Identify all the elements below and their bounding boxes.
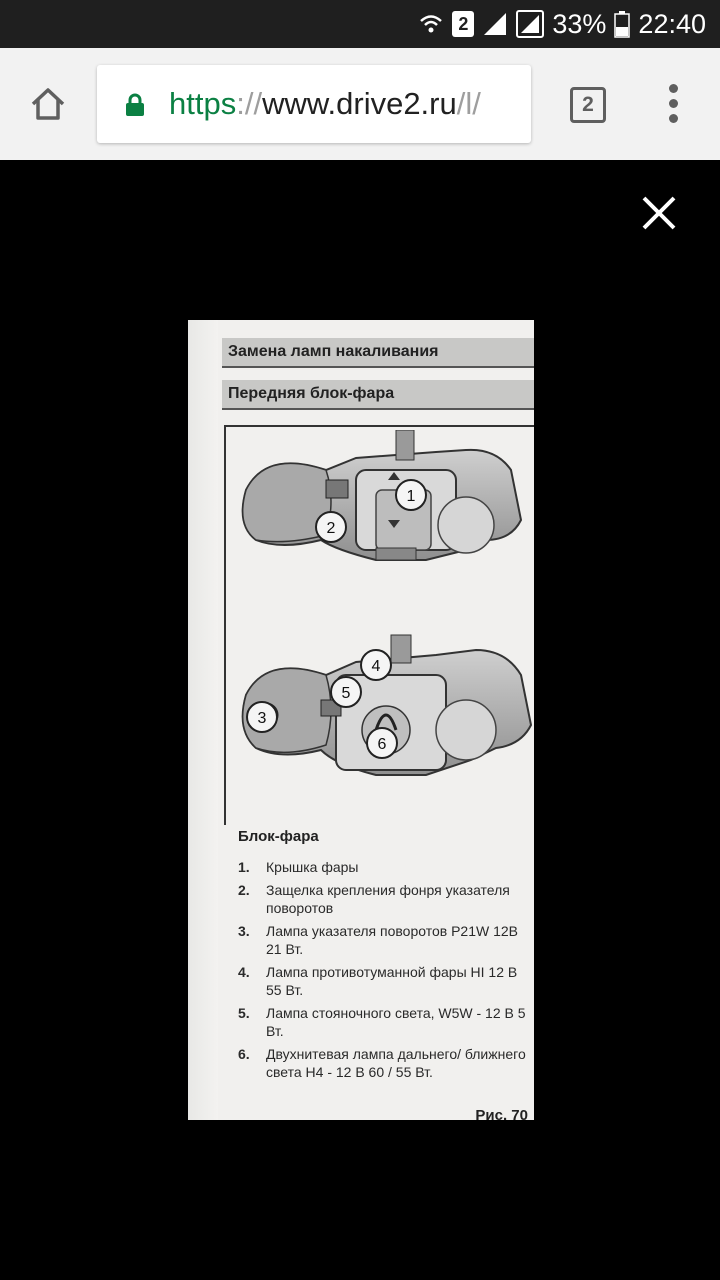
legend-item: 4. Лампа противотуманной фары HI 12 В 55 … [238,963,528,999]
headlight-top-drawing [241,430,523,561]
url-bar[interactable]: https://www.drive2.ru/l/ [97,65,531,143]
signal-icon [482,11,508,37]
url-path: /l/ [456,86,481,121]
battery-icon [614,10,631,38]
callout-4: 4 [360,649,392,681]
legend-text: Двухнитевая лампа дальнего/ ближнего све… [266,1046,526,1080]
close-button[interactable] [636,190,682,236]
home-icon [31,88,65,120]
legend-number: 2. [238,882,250,898]
legend-text: Лампа указателя поворотов P21W 12В 21 Вт… [266,923,519,957]
legend-item: 1. Крышка фары [238,858,528,876]
legend-number: 1. [238,859,250,875]
callout-1: 1 [395,479,427,511]
legend-item: 2. Защелка крепления фонря указателя пово… [238,881,528,917]
legend-text: Крышка фары [266,859,359,875]
diagram-frame [224,425,534,825]
figure-label: Рис. 70 [475,1107,528,1120]
status-icons: 2 33% 22:40 [418,0,706,48]
callout-6-label: 6 [378,736,387,753]
home-button[interactable] [24,80,72,128]
image-viewer: Замена ламп накаливания Передняя блок-фа… [0,160,720,1280]
signal-2-icon [516,10,545,38]
url-host: www.drive2.ru [262,86,457,121]
section-header: Замена ламп накаливания [222,338,534,366]
callout-2: 2 [315,511,347,543]
page-gutter [188,320,218,1120]
callout-1-label: 1 [407,488,416,505]
legend-item: 3. Лампа указателя поворотов P21W 12В 21 … [238,922,528,958]
legend-number: 4. [238,964,250,980]
scanned-page-image: Замена ламп накаливания Передняя блок-фа… [188,320,534,1120]
url-scheme: https [169,86,237,121]
more-vert-icon[interactable] [664,84,684,124]
battery-percent: 33% [552,8,607,39]
legend-text: Защелка крепления фонря указателя поворо… [266,882,510,916]
browser-toolbar: https://www.drive2.ru/l/ 2 [0,48,720,160]
callout-4-label: 4 [372,658,381,675]
callout-6: 6 [366,727,398,759]
legend-text: Лампа стояночного света, W5W - 12 В 5 Вт… [266,1005,526,1039]
wifi-icon [418,11,444,37]
url-separator: :// [236,86,263,121]
callout-5: 5 [330,676,362,708]
status-bar: 2 33% 22:40 [0,0,720,48]
legend-text: Лампа противотуманной фары HI 12 В 55 Вт… [266,964,518,998]
caption-title: Блок-фара [238,828,319,845]
header-rule [222,366,534,368]
url-text: https://www.drive2.ru/l/ [169,85,481,123]
callout-2-label: 2 [327,520,336,537]
sim-badge-text: 2 [458,13,469,34]
legend-number: 6. [238,1046,250,1062]
legend-list: 1. Крышка фары 2. Защелка крепления фонря … [238,858,528,1086]
legend-item: 6. Двухнитевая лампа дальнего/ ближнего с… [238,1045,528,1081]
callout-3-label: 3 [258,710,267,727]
clock: 22:40 [638,8,706,39]
sim-badge-icon: 2 [452,11,475,37]
header-rule [222,408,534,410]
tab-count: 2 [582,93,594,116]
tab-switcher-button[interactable]: 2 [570,87,606,123]
close-icon [642,196,676,230]
subsection-header: Передняя блок-фара [222,380,534,408]
legend-item: 5. Лампа стояночного света, W5W - 12 В 5 … [238,1004,528,1040]
lock-icon [126,93,144,116]
legend-number: 5. [238,1005,250,1021]
legend-number: 3. [238,923,250,939]
callout-5-label: 5 [342,685,351,702]
callout-3: 3 [246,701,278,733]
headlight-diagram: 1 2 3 4 5 6 [241,430,533,776]
